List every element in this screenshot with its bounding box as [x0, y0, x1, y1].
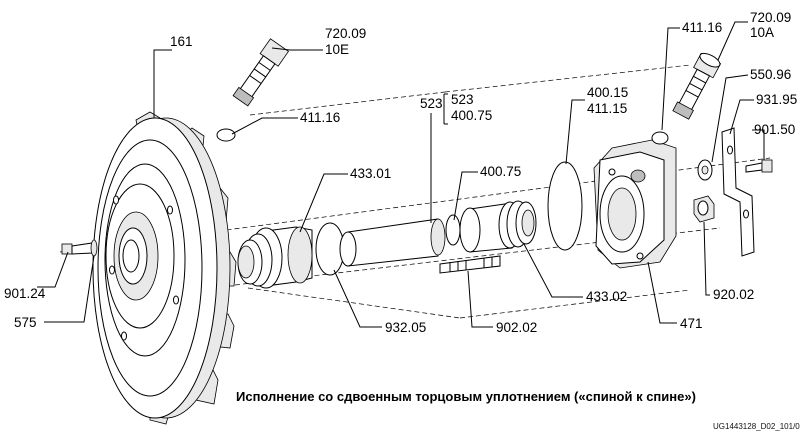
leader-lines: [37, 21, 765, 328]
part-902-02-stud: [439, 255, 501, 274]
label-523: 523: [420, 96, 443, 111]
part-523-shaft-sleeve: [339, 218, 446, 267]
part-433-02-seal: [459, 200, 537, 253]
label-411-16-right: 411.16: [682, 20, 722, 35]
label-433-01: 433.01: [350, 166, 391, 181]
label-433-02: 433.02: [586, 289, 627, 304]
part-931-95-lock-plate: [721, 127, 755, 257]
part-400-15-ring: [547, 161, 583, 251]
drawing-caption: Исполнение со сдвоенным торцовым уплотне…: [236, 389, 696, 404]
label-575: 575: [14, 315, 37, 330]
label-901-50: 901.50: [754, 122, 795, 137]
label-550-96: 550.96: [750, 67, 791, 82]
label-411-15: 411.15: [587, 101, 627, 116]
label-902-02: 902.02: [496, 320, 537, 335]
part-161-cover: [92, 111, 237, 425]
part-901-24-screw: [61, 242, 93, 255]
part-901-50-screw: [745, 159, 773, 173]
part-411-16-right-ring: [651, 131, 669, 145]
label-901-24: 901.24: [4, 286, 46, 301]
label-411-16-left: 411.16: [300, 110, 340, 125]
label-720-09-10a-line1: 720.09: [750, 10, 791, 25]
part-720-09-10a-plug: [672, 52, 722, 120]
part-433-01-bushing: [237, 226, 313, 289]
label-161: 161: [170, 34, 193, 49]
part-575-washer: [90, 239, 98, 257]
label-931-95: 931.95: [756, 92, 797, 107]
part-720-09-10e-plug: [232, 38, 290, 107]
part-471-seal-cover: [593, 139, 677, 269]
label-471: 471: [680, 316, 703, 331]
label-720-09-10a-line2: 10A: [750, 25, 774, 40]
part-920-02-nut: [693, 195, 715, 223]
label-400-15: 400.15: [587, 85, 628, 100]
part-550-96-washer: [697, 159, 713, 181]
part-411-16-left-ring: [216, 128, 236, 142]
label-720-09-10e-line1: 720.09: [325, 26, 366, 41]
part-400-75-gasket: [445, 214, 461, 246]
label-920-02: 920.02: [713, 287, 754, 302]
drawing-reference: UG1443128_D02_101/0: [713, 422, 800, 431]
label-523-sub1: 523: [451, 92, 474, 107]
label-932-05: 932.05: [385, 320, 426, 335]
label-400-75: 400.75: [480, 164, 521, 179]
label-523-sub2: 400.75: [451, 108, 492, 123]
label-720-09-10e-line2: 10E: [325, 42, 349, 57]
